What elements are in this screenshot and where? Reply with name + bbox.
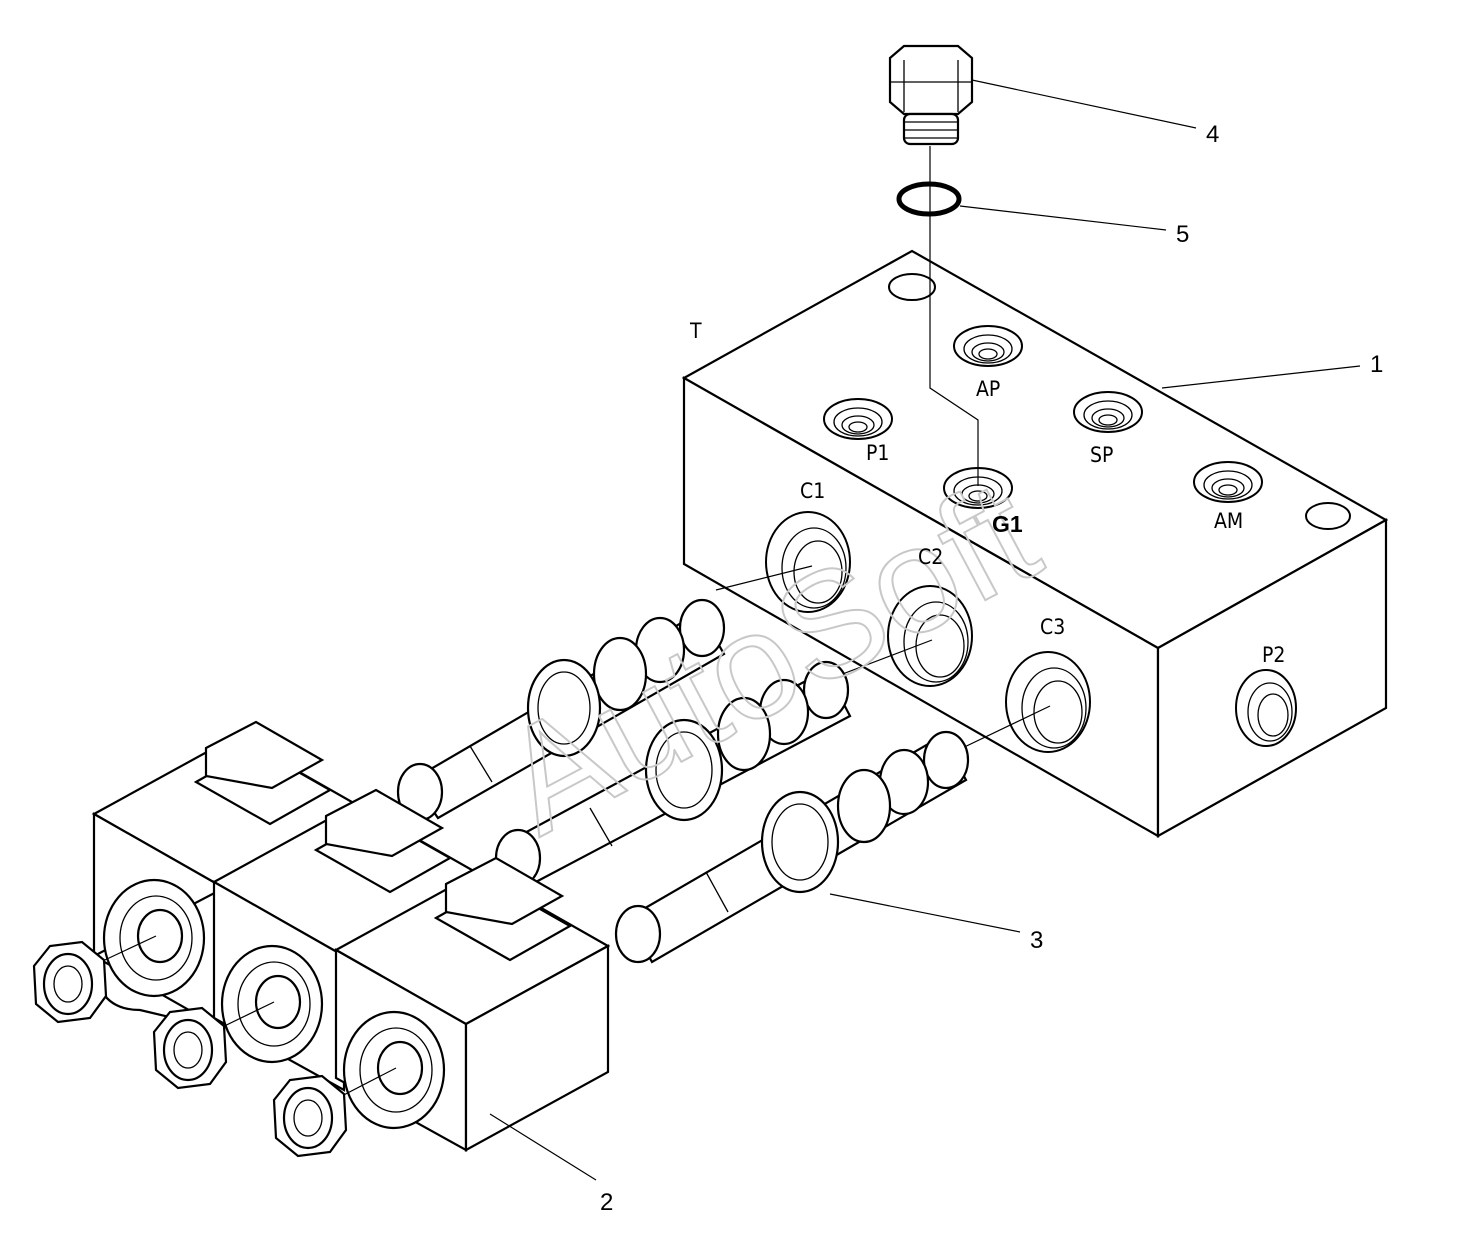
port-label-ap: AP <box>976 377 1000 401</box>
callout-1: 1 <box>1161 351 1383 389</box>
solenoid-coil-3 <box>333 856 611 1152</box>
port-hole-p2 <box>1235 669 1297 747</box>
port-hole-p1 <box>823 398 893 440</box>
o-ring <box>896 181 962 217</box>
port-hole-c1 <box>765 511 851 613</box>
port-hole-am <box>1193 461 1263 503</box>
port-hole-sp <box>1073 391 1143 433</box>
callout-number-1: 1 <box>1370 351 1383 378</box>
port-hole-corner <box>1305 502 1351 530</box>
cartridge-valve-c3 <box>614 705 1051 964</box>
callout-2: 2 <box>489 1113 613 1216</box>
port-label-t: T <box>689 319 702 343</box>
port-hole-ap <box>953 325 1023 367</box>
callout-number-3: 3 <box>1030 927 1043 954</box>
valve-block <box>681 249 1389 838</box>
port-label-p1: P1 <box>866 441 889 465</box>
plug <box>888 44 974 146</box>
cartridge-valve-c1 <box>396 565 813 822</box>
callout-number-2: 2 <box>600 1189 613 1216</box>
callout-4: 4 <box>971 79 1219 148</box>
callout-5: 5 <box>959 205 1189 248</box>
solenoid-coil-1 <box>91 720 369 1032</box>
port-label-c2: C2 <box>918 545 943 569</box>
port-label-sp: SP <box>1090 443 1113 467</box>
port-label-g1: G1 <box>992 511 1023 537</box>
port-hole-t <box>888 273 936 301</box>
nut-1 <box>32 935 157 1024</box>
port-label-p2: P2 <box>1262 643 1285 667</box>
assembly-axis-g1 <box>929 146 979 486</box>
port-label-am: AM <box>1214 509 1243 533</box>
callout-3: 3 <box>829 893 1043 954</box>
nut-3 <box>272 1067 397 1158</box>
nut-2 <box>152 1001 275 1090</box>
callout-number-4: 4 <box>1206 121 1219 148</box>
port-hole-c3 <box>1005 651 1091 753</box>
port-label-c3: C3 <box>1040 615 1065 639</box>
port-label-c1: C1 <box>800 479 825 503</box>
callout-number-5: 5 <box>1176 221 1189 248</box>
cartridge-valve-c2 <box>494 639 933 888</box>
solenoid-coil-2 <box>211 788 489 1092</box>
